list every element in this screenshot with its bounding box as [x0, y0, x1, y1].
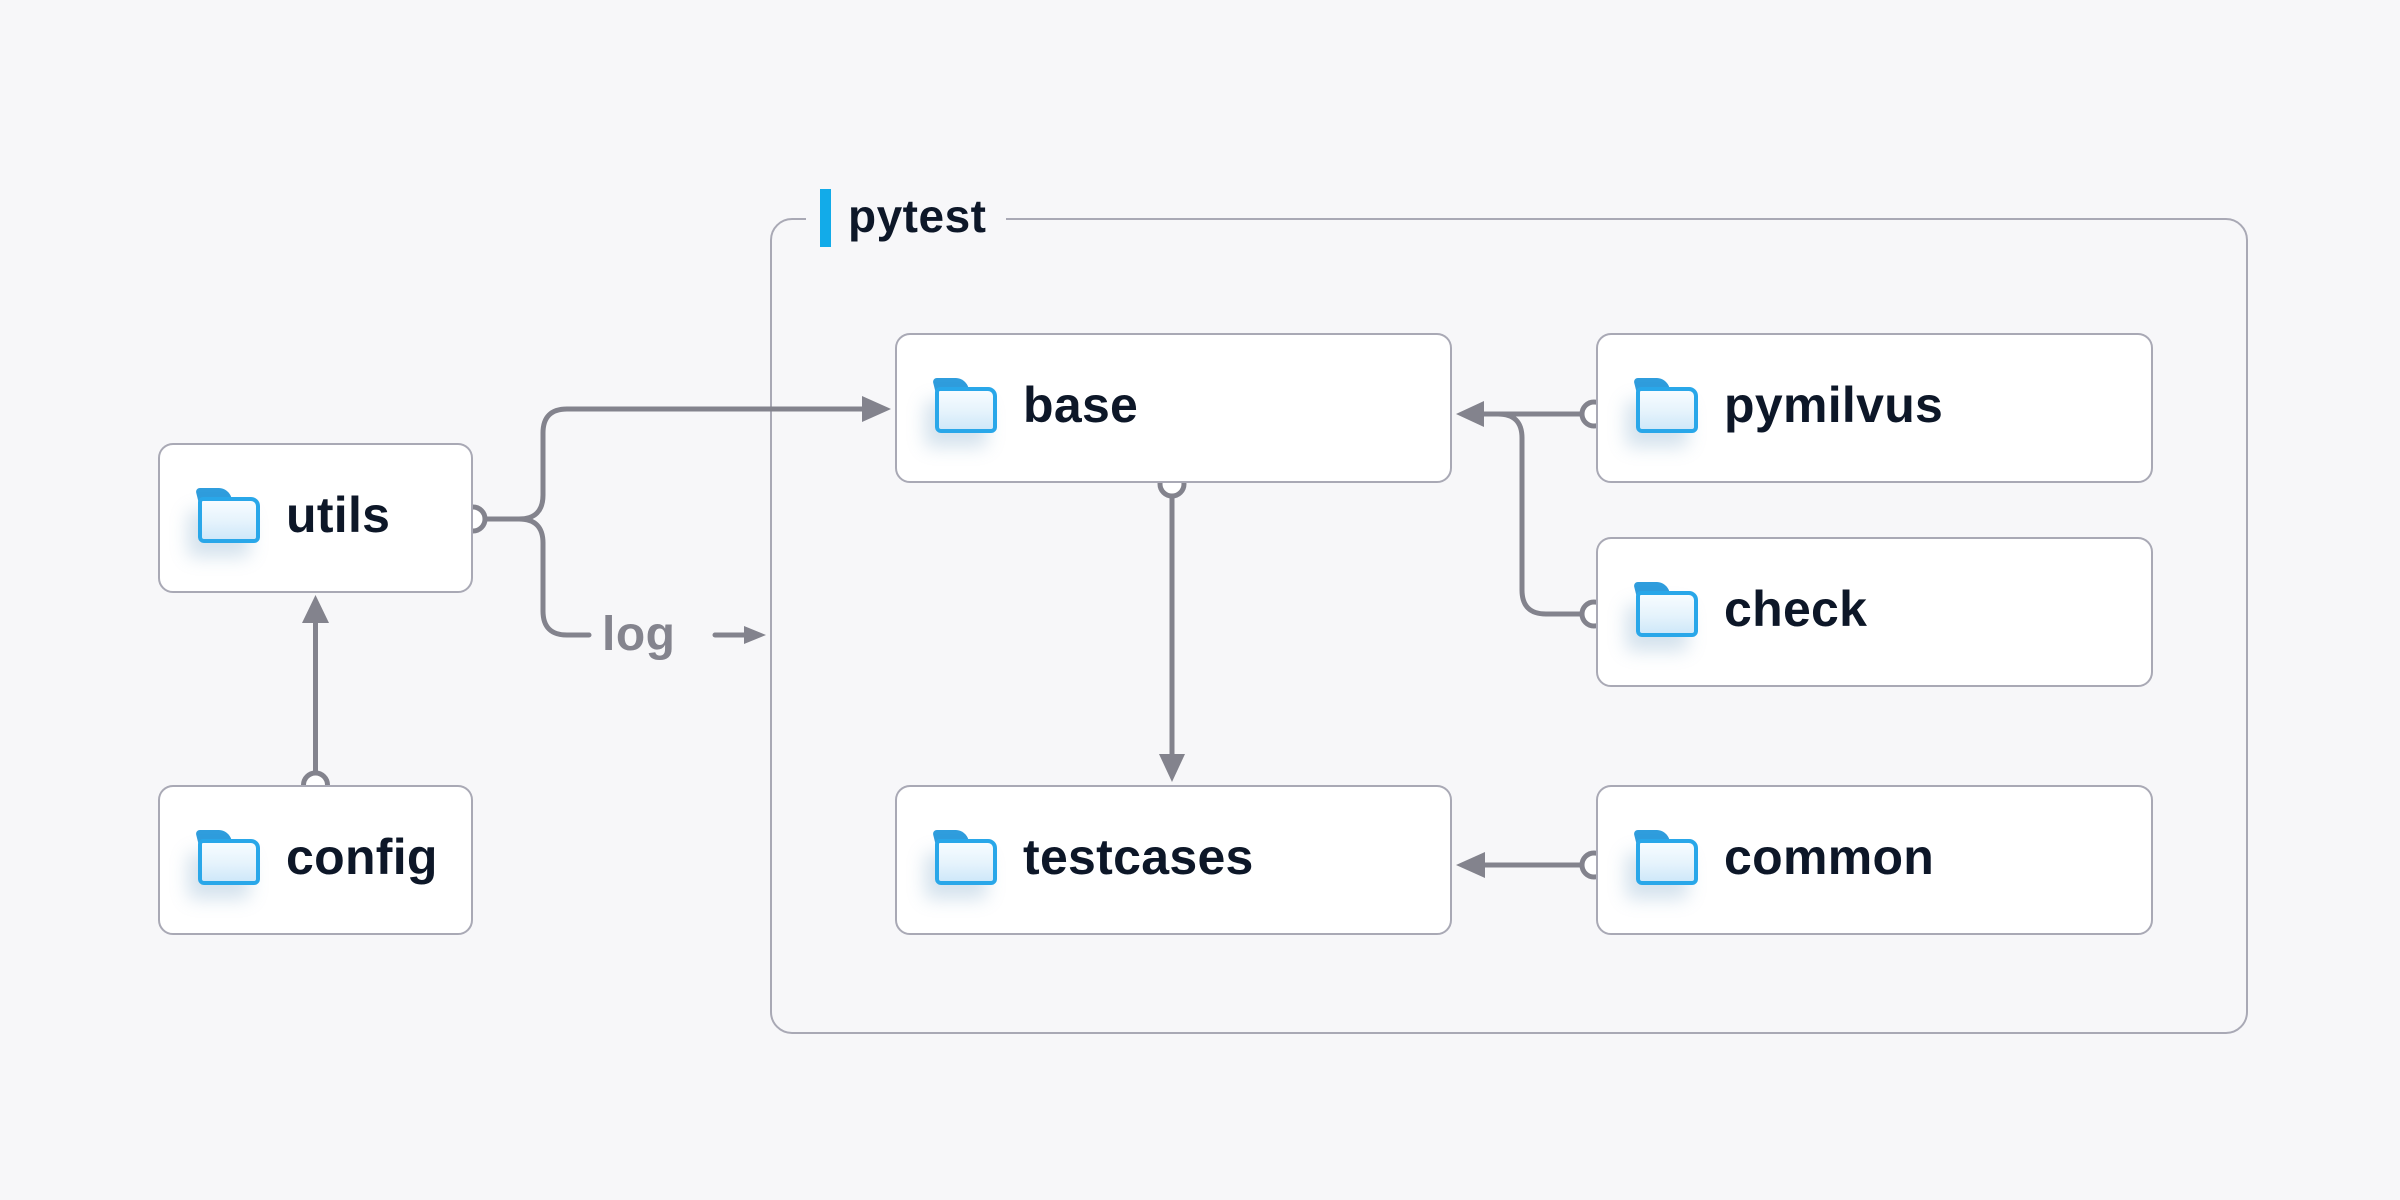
- node-label-pymilvus: pymilvus: [1724, 377, 1944, 433]
- folder-icon: [1633, 378, 1698, 433]
- node-check: check: [1596, 537, 2153, 687]
- node-label-config: config: [286, 829, 438, 885]
- log-edge-label: log: [602, 608, 676, 661]
- blue-bar-icon: [820, 189, 831, 247]
- node-base: base: [895, 333, 1452, 483]
- folder-icon: [195, 830, 260, 885]
- arrowhead-log: [744, 626, 766, 644]
- arrowhead-config-utils: [302, 595, 329, 623]
- node-pymilvus: pymilvus: [1596, 333, 2153, 483]
- folder-icon: [932, 830, 997, 885]
- node-label-utils: utils: [286, 487, 391, 543]
- node-testcases: testcases: [895, 785, 1452, 935]
- node-common: common: [1596, 785, 2153, 935]
- folder-icon: [932, 378, 997, 433]
- node-utils: utils: [158, 443, 473, 593]
- arrowhead-pymilvus-base: [1456, 401, 1484, 427]
- node-config: config: [158, 785, 473, 935]
- node-label-base: base: [1023, 377, 1139, 433]
- arrowhead-base-testcases: [1159, 754, 1185, 782]
- pytest-group-border: [770, 218, 2248, 1034]
- node-label-check: check: [1724, 581, 1868, 637]
- pytest-group-label: pytest: [806, 187, 1007, 249]
- pytest-group-title: pytest: [848, 190, 987, 242]
- edge-utils-log: [516, 516, 592, 638]
- folder-icon: [195, 488, 260, 543]
- arrowhead-common-testcases: [1456, 852, 1485, 878]
- folder-icon: [1633, 830, 1698, 885]
- node-label-testcases: testcases: [1023, 829, 1254, 885]
- edge-check-base: [1485, 411, 1583, 617]
- node-label-common: common: [1724, 829, 1935, 885]
- edge-utils-base: [484, 406, 865, 522]
- arrowhead-utils-base: [862, 396, 891, 422]
- folder-icon: [1633, 582, 1698, 637]
